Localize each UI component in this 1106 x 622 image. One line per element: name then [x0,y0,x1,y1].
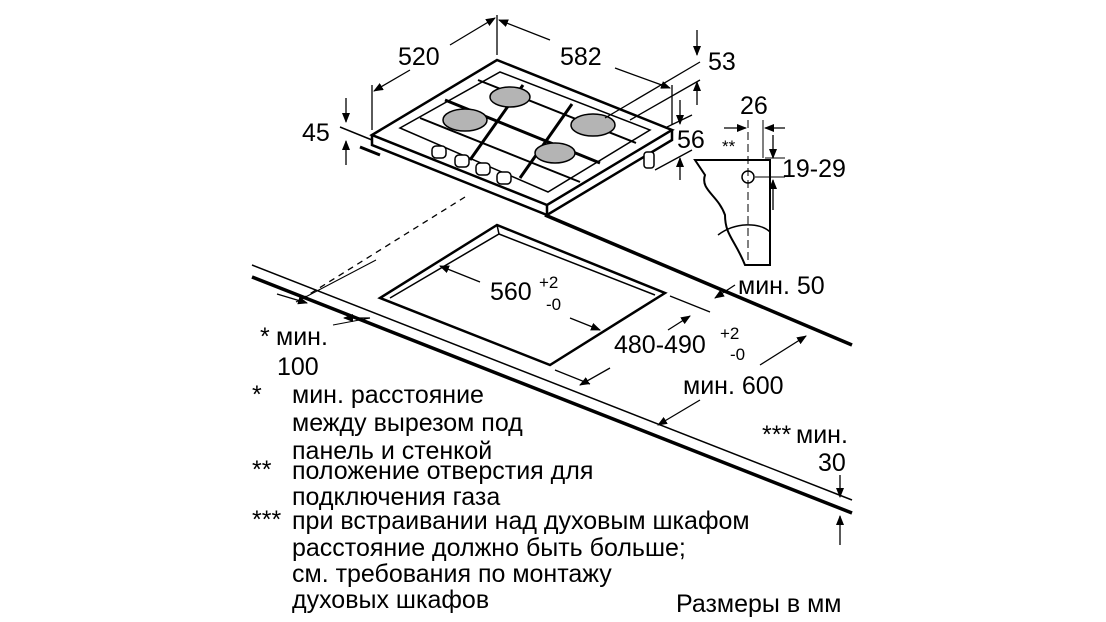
cutout-width-label: 560 [490,278,532,306]
gas-marker-label: ** [722,137,736,156]
cutout-opening [299,196,668,367]
control-knob [475,162,491,176]
min-back-label: мин. 50 [738,272,825,300]
units-caption: Размеры в мм [676,590,841,618]
gas-hob [369,58,675,217]
note-line: панель и стенкой [292,437,492,465]
gas-connection-detail [693,120,771,266]
cutout-width-tol-plus: +2 [539,273,558,292]
control-knob [431,145,447,159]
note-line: положение отверстия для [292,457,593,485]
burner [489,86,531,108]
control-knob [454,154,470,168]
min-below-value: 30 [818,449,846,477]
note-line: духовых шкафов [292,586,489,614]
burner [570,113,616,137]
dimension-lines [276,15,844,545]
burner [534,142,576,164]
note-mark: ** [252,456,272,484]
dim-height-side-label: 56 [677,126,705,154]
cutout-depth-tol-minus: -0 [730,345,745,364]
footnotes: * мин. расстояние между вырезом под пане… [252,381,750,614]
dim-width-label: 582 [560,43,602,71]
note-mark: *** [252,506,281,534]
control-knob [496,171,512,185]
dim-thickness-label: 45 [302,119,330,147]
note-line: между вырезом под [292,409,523,437]
gas-connector [643,151,655,169]
note-line: расстояние должно быть больше; [292,534,686,562]
dim-gas-height-label: 19-29 [782,155,846,183]
dim-depth-label: 520 [398,43,440,71]
note-line: мин. расстояние [292,381,484,409]
dim-height-front-label: 53 [708,48,736,76]
min-front-label: мин. 600 [683,372,784,400]
note-line: подключения газа [292,483,500,511]
cutout-depth-tol-plus: +2 [720,324,739,343]
cutout-width-tol-minus: -0 [546,295,561,314]
min-side-star: * [260,323,270,351]
burner [442,108,488,132]
note-mark: * [252,381,262,409]
min-below-star: *** [762,421,791,449]
min-side-label: мин. [276,323,328,351]
min-side-value: 100 [277,353,319,381]
min-below-label: мин. [796,421,848,449]
cutout-depth-label: 480-490 [614,331,706,359]
note-line: при встраивании над духовым шкафом [292,507,750,535]
dim-gas-offset-label: 26 [740,92,768,120]
note-line: см. требования по монтажу [292,560,612,588]
